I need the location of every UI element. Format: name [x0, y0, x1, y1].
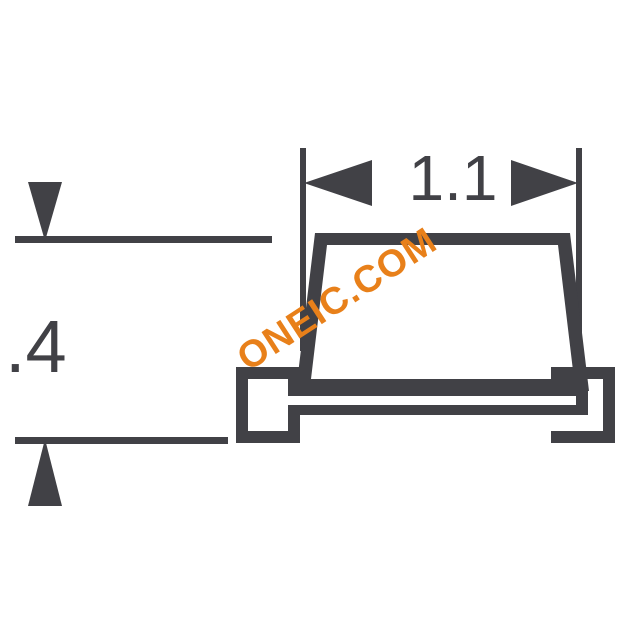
height-dimension-label: .4 — [5, 305, 67, 388]
left-terminal-shelf-bar — [288, 385, 300, 396]
right-terminal-shelf-bar-lower — [551, 405, 563, 415]
component-outline-group — [236, 233, 615, 443]
width-dimension-group — [300, 148, 582, 351]
width-dimension-label: 1.1 — [409, 142, 498, 214]
right-terminal-foot — [551, 367, 615, 443]
left-terminal-shelf-bar-lower — [288, 405, 300, 415]
height-dimension-group — [15, 182, 272, 506]
right-terminal-shelf-bar — [551, 385, 563, 396]
height-arrow-top-down-icon — [28, 182, 62, 241]
width-arrow-left-icon — [304, 160, 372, 206]
component-base-plate — [263, 385, 588, 415]
left-terminal-foot — [236, 367, 300, 443]
height-arrow-bottom-up-icon — [28, 439, 62, 506]
height-reference-line-bottom — [15, 437, 228, 444]
width-extension-line-left — [300, 148, 306, 351]
width-arrow-right-icon — [511, 160, 578, 206]
left-terminal-inner-wall — [248, 379, 288, 385]
component-body-trapezoid — [296, 233, 589, 391]
left-terminal-inner-notch — [248, 379, 288, 431]
height-reference-line-top — [15, 236, 272, 243]
width-extension-line-right — [576, 148, 582, 334]
